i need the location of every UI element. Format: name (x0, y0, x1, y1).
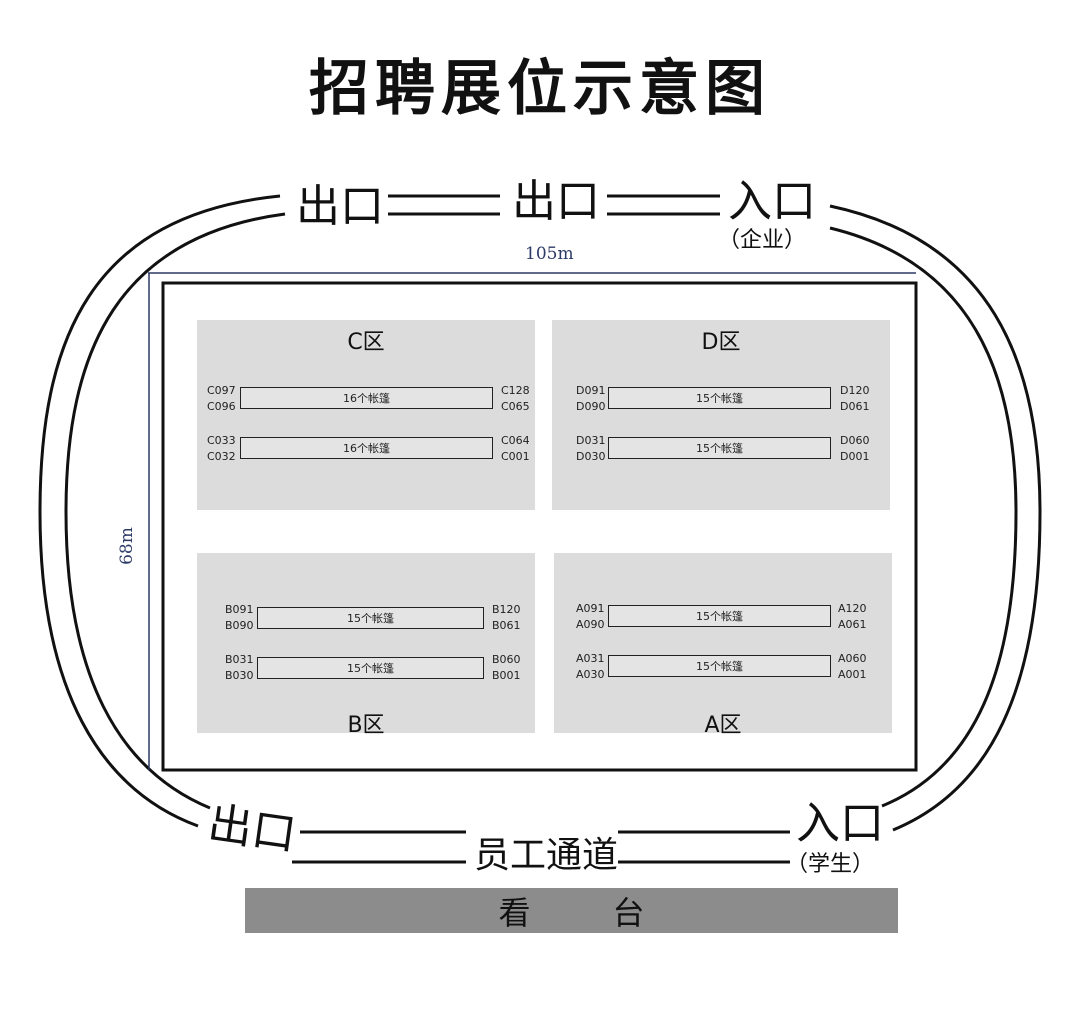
exit-bottom-left-label: 出口 (204, 798, 300, 861)
entrance-company-label: 入口 (728, 176, 816, 227)
track-outer-left (38, 194, 281, 828)
zone-b-name: B区 (347, 713, 385, 738)
width-dimension-label: 105m (525, 244, 574, 264)
zone-a-row2-tents: 15个帐篷 (608, 655, 831, 677)
zone-c-row2-tents: 16个帐篷 (240, 437, 493, 459)
track-inner-left (64, 212, 286, 810)
entrance-student-label: 入口 (796, 798, 884, 849)
staff-passage-label: 员工通道 (474, 835, 619, 876)
zone-d-row2-tents: 15个帐篷 (608, 437, 831, 459)
height-dimension-label: 68m (116, 527, 137, 565)
zone-c-row1-tents: 16个帐篷 (240, 387, 493, 409)
zone-d-row1-tents: 15个帐篷 (608, 387, 831, 409)
track-outer-right (829, 204, 1042, 832)
zone-d-name: D区 (701, 330, 741, 355)
entrance-company-note: （企业） (718, 228, 807, 253)
stand-label: 看台 (245, 888, 898, 933)
page-title: 招聘展位示意图 (309, 54, 771, 124)
exit-top-left-label: 出口 (296, 181, 384, 232)
zone-a-row1-tents: 15个帐篷 (608, 605, 831, 627)
zone-c-name: C区 (347, 330, 385, 355)
track-inner-right (829, 226, 1018, 808)
zone-b-row2-tents: 15个帐篷 (257, 657, 484, 679)
zone-a-name: A区 (704, 713, 742, 738)
exit-top-center-label: 出口 (512, 176, 600, 227)
zone-b-row1-tents: 15个帐篷 (257, 607, 484, 629)
entrance-student-note: （学生） (786, 852, 875, 877)
